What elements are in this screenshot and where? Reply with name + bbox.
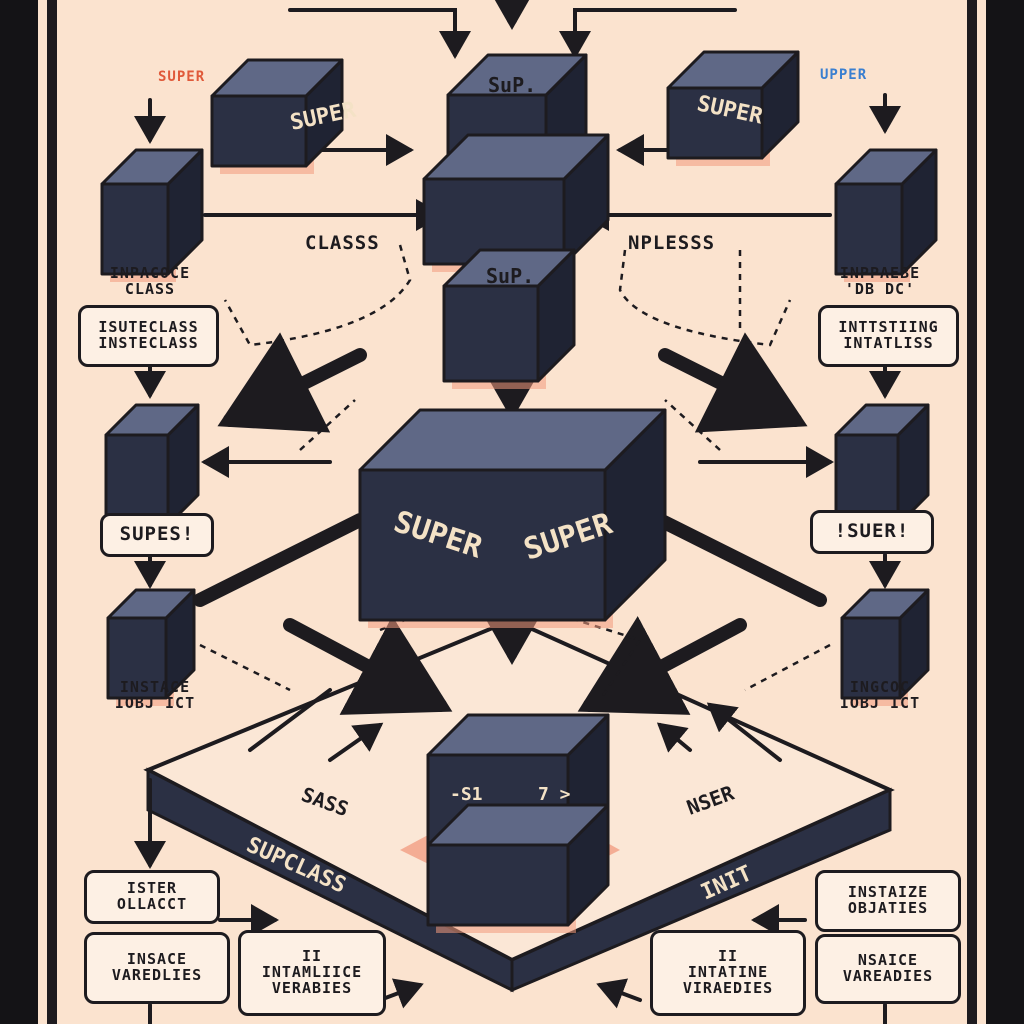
bottom-box-6-label: NSAICE VAREADIES (842, 951, 934, 985)
tag-upper: UPPER (820, 67, 868, 83)
cube-left-1 (100, 148, 204, 282)
bottom-box-3-label: II INTAMLIICE VERABIES (261, 947, 363, 997)
blocks-layer (100, 50, 938, 933)
block-label-middle-top: SuP. (486, 264, 534, 288)
cube-center-large-top (358, 408, 667, 472)
bottom-box-6: NSAICE VAREADIES (815, 934, 961, 1004)
block-label-top-center: SuP. (488, 73, 536, 97)
cube-right-1-top (834, 148, 938, 186)
cube-top-center-lower-top (422, 133, 610, 181)
super-box-left-label: SUPES! (119, 523, 195, 546)
left-class-label: INPACOCE CLASS (109, 264, 191, 298)
cube-right-3-top (840, 588, 930, 620)
left-object-label: INSTACE IOBJ ICT (114, 678, 196, 712)
cube-center-large (358, 408, 667, 628)
cube-middle-top-front (442, 284, 540, 383)
cube-right-1 (834, 148, 938, 282)
super-box-left: SUPES! (100, 513, 214, 557)
cube-bottom-center-top-top (426, 713, 610, 757)
cube-middle-top (442, 248, 576, 389)
cube-right-1-front (834, 182, 904, 276)
cube-bottom-center-base (426, 803, 610, 933)
class-box-right: INTTSTIING INTATLISS (818, 305, 959, 367)
cube-top-left-slab (210, 58, 344, 174)
cube-left-2-top (104, 403, 200, 437)
bottom-box-4-label: II INTATINE VIRAEDIES (682, 947, 774, 997)
bottom-box-3: II INTAMLIICE VERABIES (238, 930, 386, 1016)
cube-top-right-slab (666, 50, 800, 166)
cube-left-3-top (106, 588, 196, 620)
bottom-box-1-label: ISTER OLLACCT (116, 879, 188, 913)
cube-top-center-upper-top (446, 53, 588, 97)
tag-super: SUPER (158, 69, 206, 85)
cube-top-right-slab-top (666, 50, 800, 90)
super-box-right: !SUER! (810, 510, 934, 554)
classs-label: CLASSS (305, 232, 380, 254)
cube-right-2-top (834, 403, 930, 437)
cube-top-left-slab-top (210, 58, 344, 98)
cube-left-1-top (100, 148, 204, 186)
cube-left-3 (106, 588, 196, 706)
cube-middle-top-top (442, 248, 576, 288)
class-box-left-label: ISUTECLASS INSTECLASS (98, 318, 199, 352)
cube-left-1-front (100, 182, 170, 276)
right-class-label: INPPAEBE 'DB DC' (839, 264, 921, 298)
cube-bottom-center-base-front (426, 843, 570, 927)
npless-label: NPLESSS (628, 232, 716, 254)
class-box-left: ISUTECLASS INSTECLASS (78, 305, 219, 367)
super-box-right-label: !SUER! (834, 520, 910, 543)
cube-right-3 (840, 588, 930, 706)
bottom-box-4: II INTATINE VIRAEDIES (650, 930, 806, 1016)
bottom-box-5-label: INSTAIZE OBJATIES (847, 883, 929, 917)
cube-bottom-center-base-top (426, 803, 610, 847)
class-box-right-label: INTTSTIING INTATLISS (838, 318, 939, 352)
bottom-box-5: INSTAIZE OBJATIES (815, 870, 961, 932)
connector-arrows (134, 0, 901, 1024)
bottom-box-1: ISTER OLLACCT (84, 870, 220, 924)
bottom-box-2-label: INSACE VAREDLIES (111, 950, 203, 984)
block-label-bottom-center: -S1 (450, 784, 483, 805)
bottom-box-2: INSACE VAREDLIES (84, 932, 230, 1004)
block-label-bottom-center-side: 7 > (538, 784, 571, 805)
cube-left-2-front (104, 433, 170, 527)
right-object-label: INGCOC IOBJ ICT (839, 678, 921, 712)
